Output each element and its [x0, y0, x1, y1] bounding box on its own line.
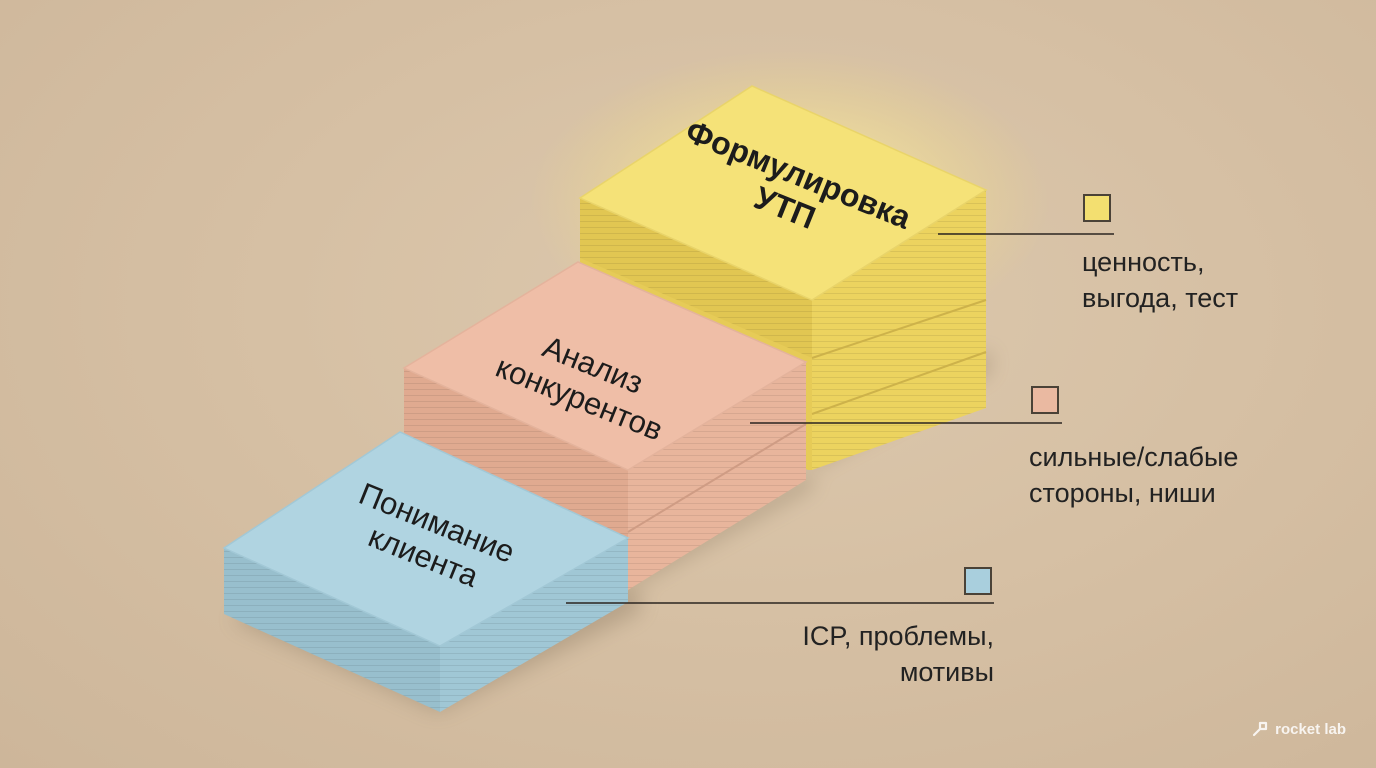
legend-swatch-customer	[964, 567, 992, 595]
legend-competitors-line1: сильные/слабые	[1029, 442, 1239, 472]
block-customer-top-face	[224, 432, 628, 646]
legend-competitors-line2: стороны, ниши	[1029, 478, 1216, 508]
rocket-lab-logo-icon	[1253, 721, 1268, 737]
block-competitors-top-face	[404, 262, 806, 470]
legend-customer-line2: мотивы	[899, 657, 994, 687]
legend-text-formulation: ценность, выгода, тест	[1082, 244, 1238, 316]
legend-customer-line1: ICP, проблемы,	[802, 621, 994, 651]
legend-formulation-line2: выгода, тест	[1082, 283, 1239, 313]
brand-logo: rocket lab	[1251, 720, 1346, 738]
legend-swatch-formulation	[1083, 194, 1111, 222]
legend-formulation-line1: ценность,	[1082, 247, 1205, 277]
legend-text-customer: ICP, проблемы, мотивы	[802, 618, 994, 690]
block-customer	[222, 431, 630, 712]
legend-swatch-competitors	[1031, 386, 1059, 414]
block-formulation-top-face	[580, 86, 986, 300]
legend-text-competitors: сильные/слабые стороны, ниши	[1029, 439, 1238, 511]
brand-name: rocket lab	[1275, 720, 1346, 738]
